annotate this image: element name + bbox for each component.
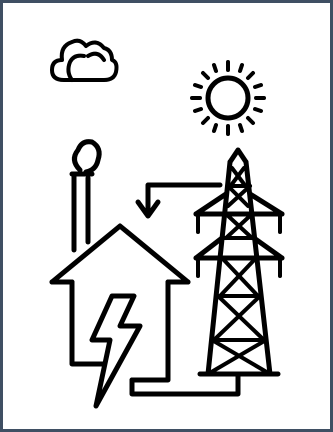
smokestack-icon [72,142,99,250]
sun-icon [192,62,264,134]
arrow-icon [138,185,220,216]
ground-wire [132,374,238,394]
cloud-icon [52,41,117,80]
